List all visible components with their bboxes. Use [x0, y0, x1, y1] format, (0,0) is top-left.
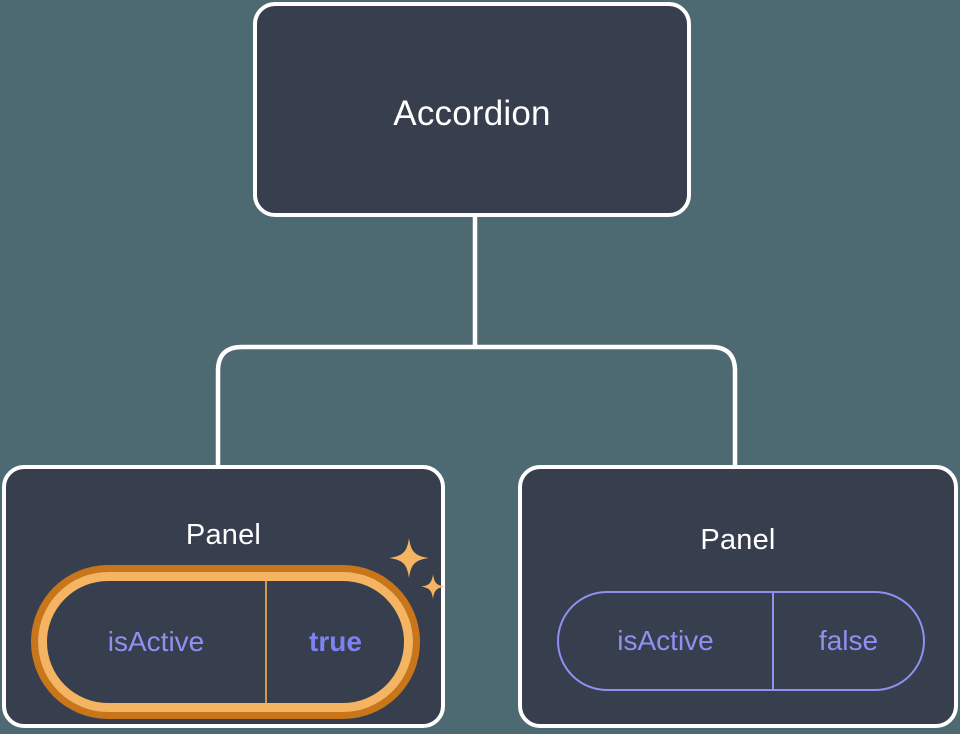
node-title-panel-active: Panel [185, 519, 262, 551]
node-title-panel-inactive: Panel [700, 524, 776, 556]
state-pill-key: isActive [617, 625, 714, 656]
connector-branch-right [475, 344, 738, 465]
state-pill-value: false [772, 593, 923, 689]
node-title-accordion: Accordion [393, 94, 551, 133]
state-pill-key: isActive [107, 626, 205, 657]
state-pill-isactive-false[interactable]: isActive false [557, 591, 925, 691]
node-card-accordion[interactable]: Accordion [253, 2, 691, 217]
state-pill-isactive-true[interactable]: isActive true [38, 572, 413, 712]
state-pill-value: true [265, 581, 404, 703]
connector-branch-left [215, 344, 475, 465]
